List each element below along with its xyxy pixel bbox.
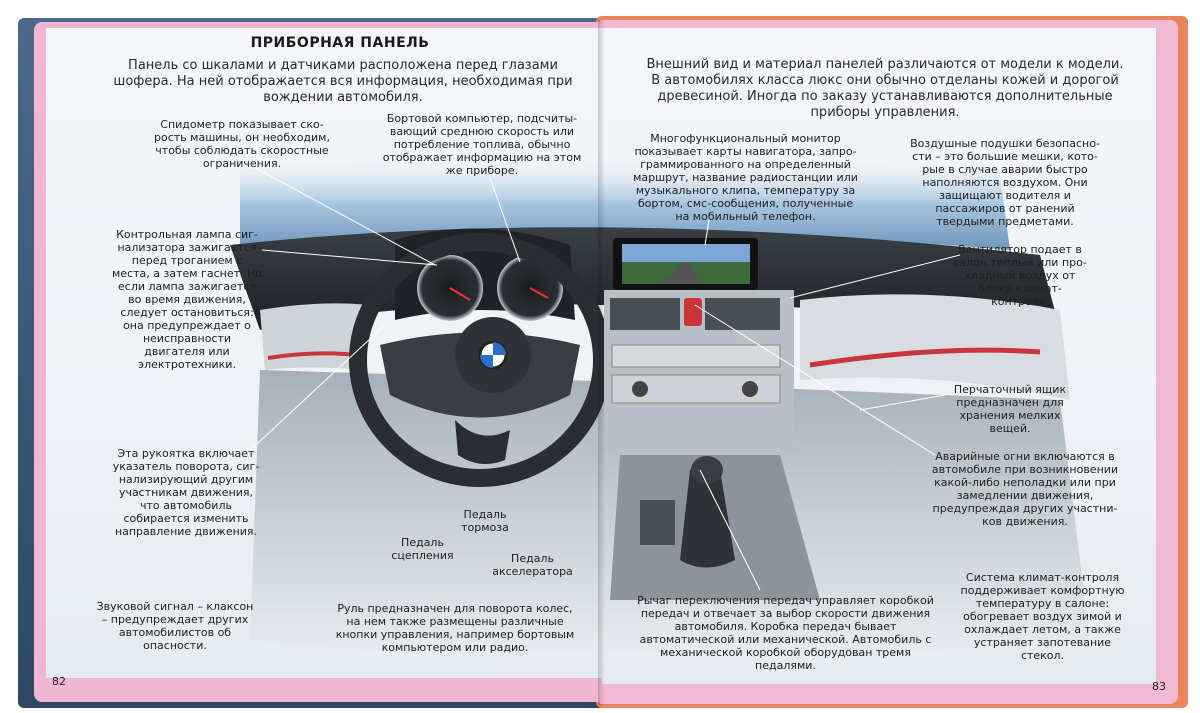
windscreen <box>240 156 1010 250</box>
air-vent-left[interactable] <box>610 298 680 330</box>
label-steering-wheel: Руль предназначен для поворота колес, на… <box>335 602 575 654</box>
gear-lever-knob[interactable] <box>691 456 723 484</box>
dashboard-right-panel <box>800 294 1070 400</box>
label-airbags: Воздушные подушки безопасно­сти – это бо… <box>910 137 1100 228</box>
steering-lower-spoke <box>455 420 510 464</box>
label-clutch-pedal: Педаль сцепления <box>391 536 454 562</box>
left-intro-text: Панель со шкалами и датчиками расположен… <box>113 58 573 105</box>
page-number-right: 83 <box>1152 680 1166 693</box>
red-trim-right <box>809 347 1041 368</box>
leader-lines <box>244 164 961 591</box>
page-title: ПРИБОРНАЯ ПАНЕЛЬ <box>250 35 430 51</box>
radio-panel[interactable] <box>611 344 781 368</box>
steering-wheel-rim[interactable] <box>349 233 611 487</box>
label-indicator-stalk: Эта рукоятка включает указатель поворота… <box>112 447 260 538</box>
console-controls[interactable] <box>640 500 675 545</box>
label-glovebox: Перчаточный ящик предназначен для хра­не… <box>953 383 1067 435</box>
label-monitor: Многофункциональный монитор показывает к… <box>633 132 858 223</box>
label-horn: Звуковой сигнал – клак­сон – предупрежда… <box>96 600 254 652</box>
label-fan: Вентилятор подает в салон теплый или про… <box>953 243 1087 308</box>
label-trip-computer: Бортовой компьютер, подсчиты­вающий сред… <box>382 112 582 177</box>
gear-lever-boot <box>680 462 735 568</box>
label-climate-control: Система климат-контроля поддерживает ком… <box>960 571 1125 662</box>
label-speedometer: Спидометр показывает ско­рость машины, о… <box>154 118 330 170</box>
label-brake-pedal: Педаль тормоза <box>461 508 509 534</box>
label-gear-lever: Рычаг переключения передач управляет кор… <box>637 594 934 672</box>
tachometer-needle <box>529 287 549 299</box>
climate-knob-right[interactable] <box>742 381 758 397</box>
label-warning-lamp: Контрольная лампа сиг­нализатора зажигае… <box>112 228 262 371</box>
page-number-left: 82 <box>52 675 66 688</box>
air-vent-right[interactable] <box>705 298 780 330</box>
right-intro-text: Внешний вид и материал панелей различают… <box>646 57 1124 120</box>
climate-knob-left[interactable] <box>632 381 648 397</box>
label-accelerator-pedal: Педаль акселератора <box>492 552 573 578</box>
book-gutter-shadow <box>598 20 608 706</box>
label-hazard-lights: Аварийные огни включаются в автомобиле п… <box>931 450 1119 528</box>
hazard-button[interactable] <box>684 298 702 326</box>
speedometer-needle <box>449 287 471 301</box>
